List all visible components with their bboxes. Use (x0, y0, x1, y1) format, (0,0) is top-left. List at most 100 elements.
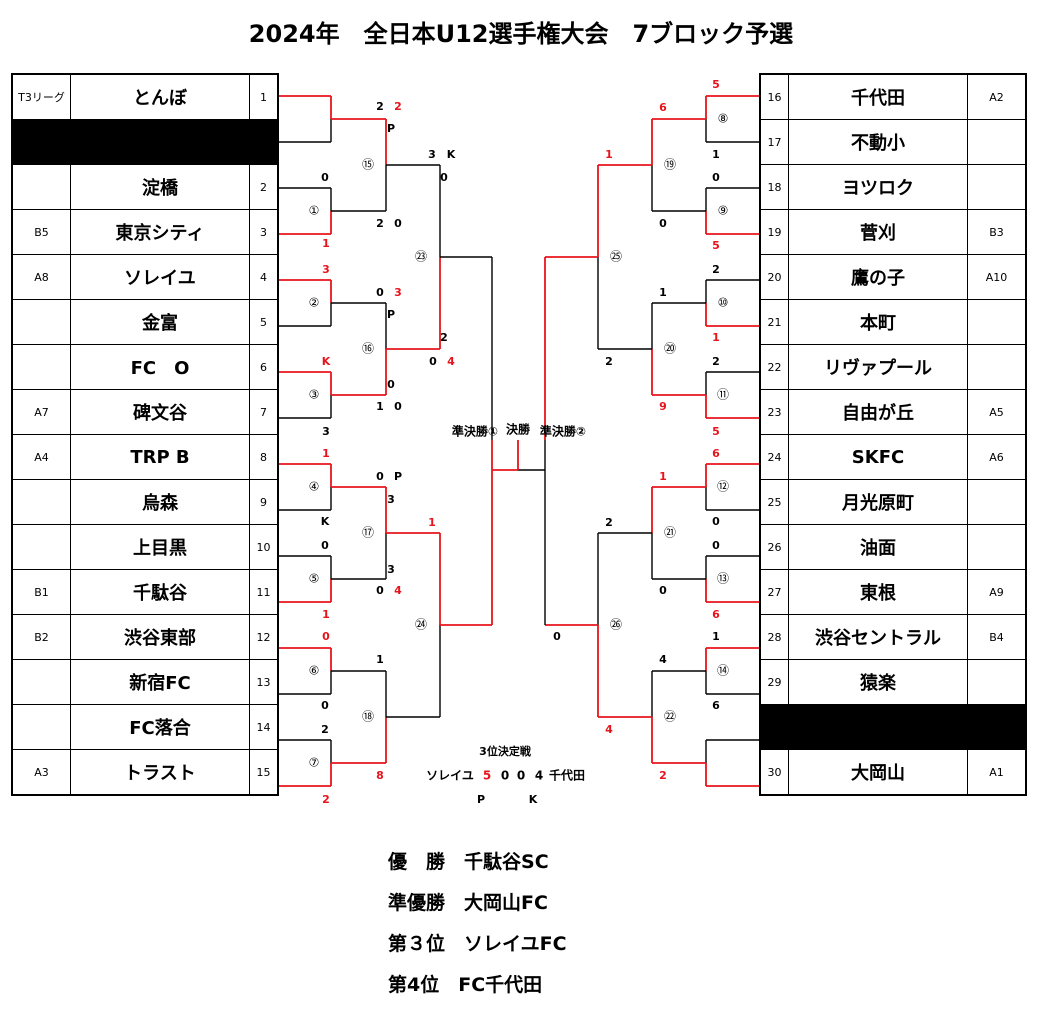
score: 1 (712, 630, 720, 643)
score: 5 (712, 78, 720, 91)
score: 5 (712, 239, 720, 252)
score: 0 (517, 769, 525, 783)
team-number: 1 (249, 73, 279, 120)
score: 4 (659, 653, 667, 666)
score: 1 (322, 447, 330, 460)
final-label: 決勝 (506, 422, 531, 437)
bye-cell (759, 704, 789, 750)
score: 0 (712, 171, 720, 184)
team-name: 月光原町 (788, 479, 968, 525)
match-label: ④ (309, 480, 320, 494)
team-tag (967, 344, 1027, 390)
team-number: 8 (249, 434, 279, 480)
score: 3 (387, 493, 395, 506)
score: 4 (605, 723, 613, 736)
rank-label: 第4位 (388, 974, 440, 996)
bye-cell (967, 704, 1027, 750)
score: 0 (322, 630, 330, 643)
team-tag: A8 (11, 254, 71, 300)
team-tag: A1 (967, 749, 1027, 796)
match-label: ⑯ (362, 342, 374, 356)
team-number: 2 (249, 164, 279, 210)
score: 9 (659, 400, 667, 413)
score: 0 (394, 400, 402, 413)
score: 0 (429, 355, 437, 368)
score: 6 (659, 101, 667, 114)
team-number: 30 (759, 749, 789, 796)
match-label: ⑩ (718, 296, 729, 310)
score: 2 (605, 516, 613, 529)
team-label: 大岡山FC (464, 892, 548, 914)
match-label: ㉒ (664, 710, 676, 724)
team-tag (11, 479, 71, 525)
team-tag: A2 (967, 73, 1027, 120)
score: 0 (376, 286, 384, 299)
team-tag: B5 (11, 209, 71, 255)
score: 3 (322, 425, 330, 438)
score: 0 (376, 584, 384, 597)
match-label: ⑫ (717, 480, 729, 494)
score: 0 (321, 699, 329, 712)
right-slot-row (759, 704, 1027, 750)
score: 6 (712, 608, 720, 621)
score: 3 (322, 263, 330, 276)
team-name: 淀橋 (70, 164, 250, 210)
score: 6 (712, 699, 720, 712)
match-label: ⑥ (309, 664, 320, 678)
team-name: TRP B (70, 434, 250, 480)
bye-cell (788, 704, 968, 750)
score: 2 (712, 263, 720, 276)
team-tag (11, 659, 71, 705)
team-tag: A10 (967, 254, 1027, 300)
score: 2 (712, 355, 720, 368)
semifinal-right-label: 準決勝② (540, 424, 586, 439)
standing-4: 第4位 FC千代田 (388, 969, 567, 1010)
score: 0 (553, 630, 561, 643)
match-label: ⑤ (309, 572, 320, 586)
team-number: 22 (759, 344, 789, 390)
score: 3 (387, 563, 395, 576)
team-tag: A5 (967, 389, 1027, 435)
score: 0 (501, 769, 509, 783)
team-number: 17 (759, 119, 789, 165)
score: 2 (376, 217, 384, 230)
score: 0 (321, 171, 329, 184)
score: 1 (605, 148, 613, 161)
third-place-label: 3位決定戦 (479, 744, 532, 758)
team-tag (11, 164, 71, 210)
match-label: ⑮ (362, 158, 374, 172)
score: 1 (428, 516, 436, 529)
semifinal-left-label: 準決勝① (452, 424, 498, 439)
score: 0 (659, 217, 667, 230)
score: 0 (712, 539, 720, 552)
team-name: 碑文谷 (70, 389, 250, 435)
team-name: 東根 (788, 569, 968, 615)
team-number: 29 (759, 659, 789, 705)
third-left-team: ソレイユ (426, 769, 474, 783)
score: 1 (322, 237, 330, 250)
match-label: ⑰ (362, 526, 374, 540)
score: 5 (483, 769, 491, 783)
standing-1: 優 勝 千駄谷SC (388, 846, 567, 887)
score: 1 (659, 470, 667, 483)
team-name: 千駄谷 (70, 569, 250, 615)
score: 4 (447, 355, 455, 368)
rank-label: 準優勝 (388, 892, 446, 914)
bye-cell (249, 119, 279, 165)
score: 8 (376, 769, 384, 782)
score: 6 (712, 447, 720, 460)
score: 1 (322, 608, 330, 621)
score: 1 (659, 286, 667, 299)
score: 3 (394, 286, 402, 299)
match-label: ⑧ (718, 112, 729, 126)
match-label: ⑪ (717, 388, 729, 402)
